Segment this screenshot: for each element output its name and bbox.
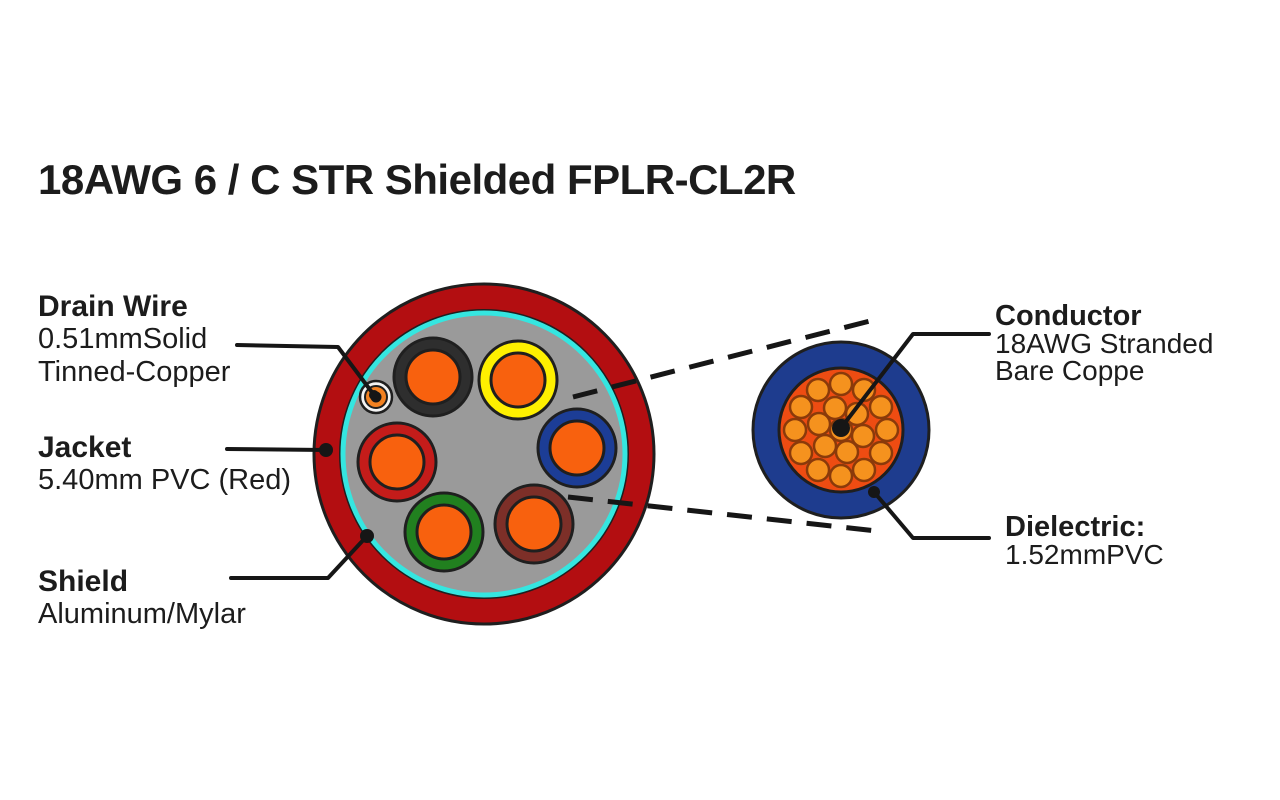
- diagram-title: 18AWG 6 / C STR Shielded FPLR-CL2R: [38, 156, 796, 203]
- dielectric-label-heading: Dielectric:: [1005, 511, 1146, 543]
- leader-lines: [225, 332, 991, 580]
- zoom-cone-dashed-lines: [567, 318, 878, 534]
- zoom-cone-top: [572, 318, 871, 400]
- copper-strand: [812, 433, 838, 459]
- copper-strand: [805, 377, 831, 403]
- copper-strand: [782, 417, 808, 443]
- drain-wire-leader: [235, 343, 379, 400]
- copper-strand: [834, 439, 860, 465]
- drain-wire-label-line1: 0.51mmSolid: [38, 323, 208, 355]
- conductor-leader: [832, 332, 991, 437]
- drain-wire-label: Drain Wire 0.51mmSolid Tinned-Copper: [38, 290, 230, 389]
- shield-leader: [229, 529, 374, 580]
- main-cable-cross-section: [312, 282, 656, 626]
- jacket-label-heading: Jacket: [38, 431, 132, 464]
- jacket-label-line1: 5.40mm PVC (Red): [38, 464, 292, 496]
- copper-strand: [788, 440, 814, 466]
- shield-label-heading: Shield: [38, 565, 129, 598]
- copper-strand: [851, 457, 877, 483]
- conductor-red: [356, 421, 438, 503]
- copper-strand: [828, 463, 854, 489]
- copper-strand: [868, 394, 894, 420]
- copper-strand: [828, 371, 854, 397]
- dielectric-leader: [868, 486, 991, 540]
- zoom-cone-bottom: [567, 494, 878, 534]
- conductor-maroon: [493, 483, 575, 565]
- copper-strand: [850, 423, 876, 449]
- drain-wire-label-line2: Tinned-Copper: [38, 356, 231, 388]
- shield-label: Shield Aluminum/Mylar: [38, 565, 246, 631]
- drain-wire-leader-dot: [369, 390, 379, 400]
- copper-strand: [806, 411, 832, 437]
- conductor-black: [392, 336, 474, 418]
- copper-strand: [868, 440, 894, 466]
- conductor-label-line1: 18AWG Stranded: [995, 328, 1214, 359]
- jacket-leader: [225, 443, 333, 457]
- shield-label-line1: Aluminum/Mylar: [38, 598, 246, 630]
- jacket-label: Jacket 5.40mm PVC (Red): [38, 431, 291, 497]
- shield-leader-dot: [360, 529, 374, 543]
- dielectric-label-line1: 1.52mmPVC: [1005, 539, 1164, 570]
- conductor-label-line2: Bare Coppe: [995, 355, 1145, 386]
- conductor-label-heading: Conductor: [995, 300, 1142, 332]
- conductor-label: Conductor 18AWG Stranded Bare Coppe: [995, 300, 1214, 386]
- dielectric-label: Dielectric: 1.52mmPVC: [1005, 511, 1164, 570]
- conductor-blue: [536, 407, 618, 489]
- dielectric-leader-dot: [868, 486, 880, 498]
- drain-wire-label-heading: Drain Wire: [38, 290, 188, 323]
- copper-strand: [788, 394, 814, 420]
- conductor-green: [403, 491, 485, 573]
- copper-strand: [805, 457, 831, 483]
- conductor-leader-dot: [832, 419, 850, 437]
- shield-ring: [340, 310, 628, 598]
- jacket-leader-dot: [319, 443, 333, 457]
- conductor-yellow: [477, 339, 559, 421]
- copper-strand: [822, 395, 848, 421]
- copper-strand: [844, 401, 870, 427]
- copper-strand: [874, 417, 900, 443]
